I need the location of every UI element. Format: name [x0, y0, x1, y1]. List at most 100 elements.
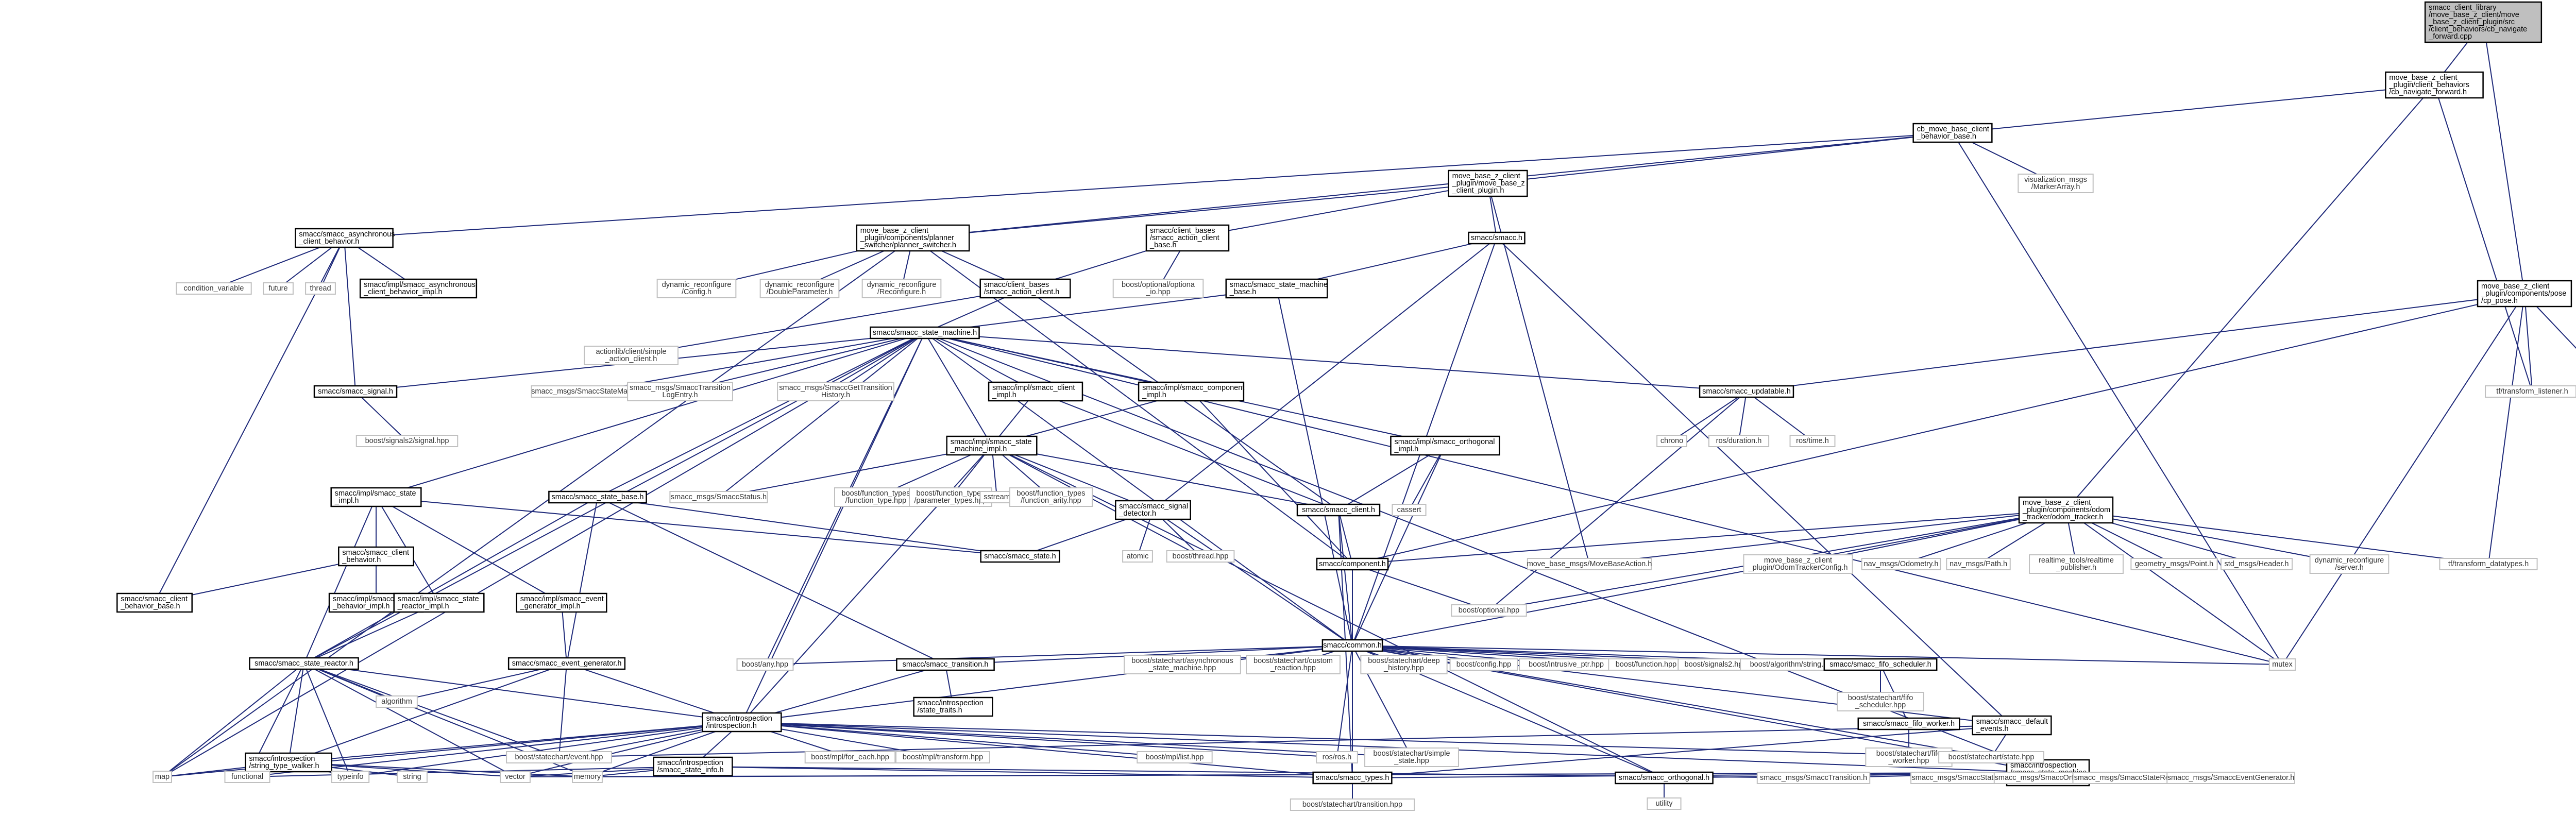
node-actbase[interactable]: smacc/client_bases/smacc_action_client_b… — [1145, 224, 1230, 252]
node-label-line: boost/signals2.hpp — [1685, 660, 1747, 669]
node-dynserver: dynamic_reconfigure/server.h — [2309, 554, 2389, 574]
node-label-line: boost/mpl/for_each.hpp — [811, 753, 889, 761]
node-clientimpl[interactable]: smacc/impl/smacc_client_impl.h — [988, 381, 1083, 402]
node-label-line: smacc_msgs/SmaccTransition — [630, 384, 731, 392]
node-label-line: smacc/smacc_event_generator.h — [512, 659, 622, 668]
node-label-line: _plugin/move_base_z — [1452, 179, 1525, 188]
node-clientbeh[interactable]: smacc/smacc_client_behavior.h — [338, 546, 414, 567]
node-label-line: boost/statechart/simple — [1373, 750, 1450, 758]
node-label-line: memory — [574, 773, 601, 781]
node-label-line: boost/function_types — [916, 489, 985, 498]
edge-statebase-to-smaccstate — [597, 497, 1021, 557]
node-label-line: /Reconfigure.h — [877, 288, 926, 296]
node-label-line: boost/optional.hpp — [1459, 606, 1520, 615]
node-label-line: /function_type.hpp — [845, 497, 907, 505]
node-label-line: smacc/introspection — [249, 755, 315, 763]
edge-orthimpl-to-cassert — [1409, 445, 1446, 511]
node-common[interactable]: smacc/common.h — [1321, 639, 1383, 652]
node-statehpp: boost/statechart/state.hpp — [1938, 751, 2044, 763]
node-transition[interactable]: smacc/smacc_transition.h — [896, 658, 995, 671]
node-customreact: boost/statechart/custom_reaction.hpp — [1246, 655, 1341, 674]
node-label-line: smacc/introspection — [706, 715, 772, 723]
node-label-line: _reactor_impl.h — [397, 602, 449, 610]
edge-statemachine-to-updatable — [924, 332, 1747, 392]
node-smaccstate[interactable]: smacc/smacc_state.h — [980, 550, 1060, 563]
node-stateinfo[interactable]: smacc/introspection/state_traits.h — [913, 696, 993, 717]
node-clientbehbase[interactable]: smacc/smacc_client_behavior_base.h — [116, 592, 193, 613]
node-smimpl[interactable]: smacc/impl/smacc_state_machine_impl.h — [946, 435, 1038, 456]
node-label-line: smacc/smacc_state_machine — [1230, 281, 1328, 289]
node-smbase[interactable]: smacc/smacc_state_machine_base.h — [1225, 278, 1328, 299]
edge-smacch-to-deftev — [1496, 237, 2012, 726]
node-cbmbase[interactable]: cb_move_base_client_behavior_base.h — [1912, 123, 1993, 143]
node-rosdur: ros/duration.h — [1708, 435, 1770, 447]
node-orthogonal[interactable]: smacc/smacc_orthogonal.h — [1615, 771, 1714, 785]
node-label-line: boost/function_types — [841, 489, 910, 498]
node-label-line: /client_behaviors/cb_navigate — [2429, 25, 2527, 33]
node-label-line: visualization_msgs — [2024, 176, 2087, 184]
node-label-line: algorithm — [381, 698, 412, 706]
node-reactor[interactable]: smacc/smacc_state_reactor.h — [249, 657, 359, 670]
edge-mbzplug-to-planner — [912, 183, 1488, 239]
node-pose[interactable]: move_base_z_client_plugin/components/pos… — [2477, 280, 2572, 308]
node-label-line: move_base_z_client — [860, 227, 928, 235]
node-smacch[interactable]: smacc/smacc.h — [1468, 231, 1526, 245]
node-sigdet[interactable]: smacc/smacc_signal_detector.h — [1115, 500, 1191, 520]
node-planner[interactable]: move_base_z_client_plugin/components/pla… — [856, 224, 970, 252]
node-label-line: move_base_z_client — [1452, 172, 1520, 180]
node-introspection[interactable]: smacc/introspection/introspection.h — [702, 712, 782, 733]
node-mbzplug[interactable]: move_base_z_client_plugin/move_base_z_cl… — [1448, 169, 1528, 197]
node-fifoworkerh[interactable]: smacc/smacc_fifo_worker.h — [1857, 717, 1960, 730]
node-label-line: smacc/smacc_updatable.h — [1702, 387, 1791, 396]
node-statebase[interactable]: smacc/smacc_state_base.h — [548, 490, 647, 504]
node-label-line: _action_client.h — [605, 355, 657, 363]
node-asyncimpl[interactable]: smacc/impl/smacc_asynchronous_client_beh… — [359, 278, 478, 299]
edge-odom-to-mutex — [2065, 509, 2283, 665]
edge-reactor-to-vector — [303, 663, 516, 777]
edge-cbnf_h-to-cbmbase — [1952, 84, 2435, 133]
node-deftev[interactable]: smacc/smacc_default_events.h — [1972, 715, 2052, 736]
node-cbnf_h[interactable]: move_base_z_client_plugin/client_behavio… — [2385, 71, 2484, 99]
edge-smimpl-to-clienth — [991, 445, 1339, 511]
node-label-line: smacc/smacc_transition.h — [903, 660, 989, 669]
node-typesh[interactable]: smacc/smacc_types.h — [1312, 771, 1393, 785]
node-label-line: realtime_tools/realtime — [2039, 556, 2114, 565]
node-statemachine[interactable]: smacc/smacc_state_machine.h — [870, 326, 980, 339]
node-label-line: std_msgs/Header.h — [2225, 560, 2289, 568]
node-boostopt: boost/optional/optiona_io.hpp — [1112, 279, 1204, 298]
node-asyncsm: boost/statechart/asynchronous_state_mach… — [1124, 655, 1241, 674]
node-label-line: ros/duration.h — [1716, 437, 1762, 445]
node-label-line: smacc/smacc_orthogonal.h — [1619, 774, 1710, 782]
node-label-line: boost/statechart/event.hpp — [515, 753, 603, 761]
edge-evgen-to-eventhpp — [558, 663, 567, 758]
node-label-line: _generator_impl.h — [520, 602, 581, 610]
node-actclient[interactable]: smacc/client_bases/smacc_action_client.h — [979, 278, 1071, 299]
edge-smimpl-to-sigdet — [991, 445, 1154, 511]
node-evgen[interactable]: smacc/smacc_event_generator.h — [507, 657, 626, 670]
node-async[interactable]: smacc/smacc_asynchronous_client_behavior… — [295, 228, 395, 248]
node-label-line: _plugin/components/pose — [2481, 290, 2566, 298]
node-fifo[interactable]: smacc/smacc_fifo_scheduler.h — [1823, 658, 1938, 671]
node-orthimpl[interactable]: smacc/impl/smacc_orthogonal_impl.h — [1390, 435, 1500, 456]
node-component[interactable]: smacc/component.h — [1316, 557, 1389, 571]
node-typewalker[interactable]: smacc/introspection/string_type_walker.h — [245, 752, 332, 773]
node-label-line: move_base_z_client — [2023, 499, 2091, 507]
node-odom[interactable]: move_base_z_client_plugin/components/odo… — [2018, 496, 2114, 524]
node-clienth[interactable]: smacc/smacc_client.h — [1296, 503, 1381, 517]
node-root[interactable]: smacc_client_library/move_base_z_client/… — [2424, 1, 2543, 43]
node-evgenimpl[interactable]: smacc/impl/smacc_event_generator_impl.h — [516, 592, 607, 613]
edge-planner-to-map — [162, 237, 913, 777]
node-label-line: _machine_impl.h — [950, 445, 1007, 453]
edge-async-to-clientbehbase — [154, 237, 345, 603]
node-compimpl[interactable]: smacc/impl/smacc_component_impl.h — [1138, 381, 1244, 402]
node-stateinfoh[interactable]: smacc/introspection/smacc_state_info.h — [653, 756, 733, 777]
node-algorithm: algorithm — [376, 695, 418, 708]
node-stateimpl[interactable]: smacc/impl/smacc_state_impl.h — [330, 487, 422, 507]
node-signalh[interactable]: smacc/smacc_signal.h — [313, 385, 398, 398]
node-reactorimpl[interactable]: smacc/impl/smacc_state_reactor_impl.h — [393, 592, 485, 613]
node-updatable[interactable]: smacc/smacc_updatable.h — [1699, 385, 1794, 398]
node-label-line: _io.hpp — [1145, 288, 1171, 296]
node-rosros: ros/ros.h — [1316, 751, 1358, 763]
node-label-line: boost/function_types — [1016, 489, 1085, 498]
